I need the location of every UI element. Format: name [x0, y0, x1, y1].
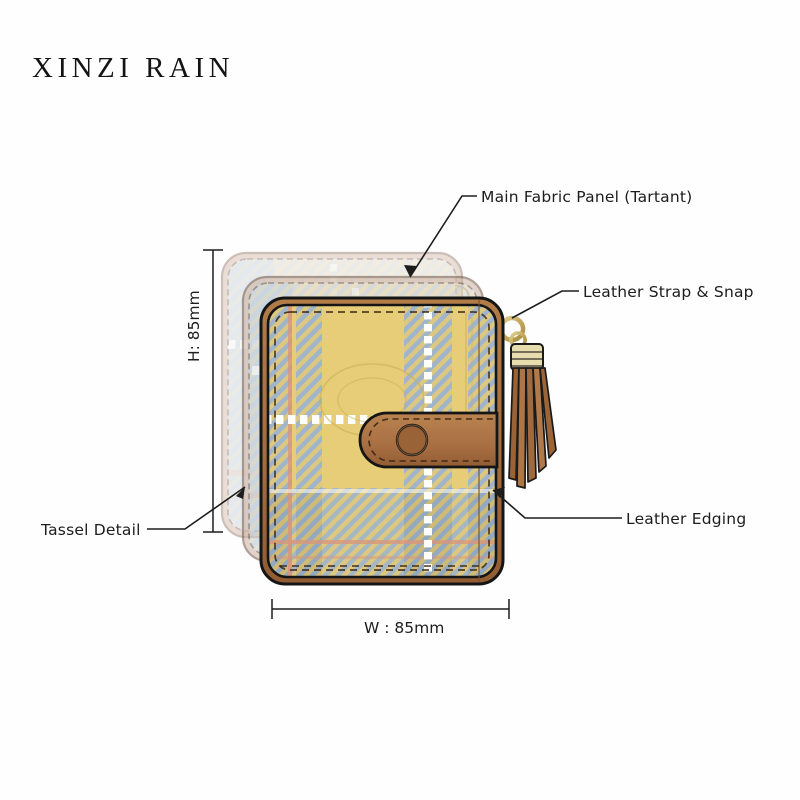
annotation-leather-strap-snap: Leather Strap & Snap	[583, 283, 754, 301]
leather-tassel	[498, 315, 557, 489]
annotation-tassel-detail: Tassel Detail	[41, 521, 141, 539]
annotation-leather-edging: Leather Edging	[626, 510, 747, 528]
leader-lines	[147, 195, 622, 530]
height-dimension-label: H: 85mm	[185, 290, 203, 362]
leader-strap	[511, 290, 579, 319]
leader-tassel	[147, 486, 246, 530]
leather-strap-snap-art	[358, 411, 499, 469]
brand-logo: XINZI RAIN	[32, 52, 235, 84]
annotation-main-fabric-panel: Main Fabric Panel (Tartant)	[481, 188, 693, 206]
dimension-lines	[203, 249, 510, 619]
leader-main-fabric	[409, 195, 477, 278]
leader-edging	[492, 489, 622, 519]
width-dimension-label: W : 85mm	[364, 619, 445, 637]
